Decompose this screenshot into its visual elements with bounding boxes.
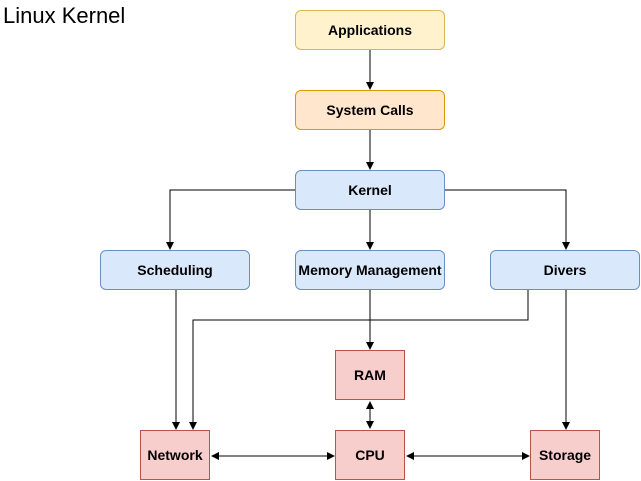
storage-node: Storage [530,430,600,480]
cpu-node: CPU [335,430,405,480]
diagram-title: Linux Kernel [3,3,126,28]
network-node: Network [140,430,210,480]
applications-node: Applications [295,10,445,50]
divers-node: Divers [490,250,640,290]
edge-divers-to-network [189,290,529,430]
system-calls-node: System Calls [295,90,445,130]
edge-kernel-to-divers [445,189,570,250]
kernel-node: Kernel [295,170,445,210]
memory-management-node: Memory Management [295,250,445,290]
scheduling-node: Scheduling [100,250,250,290]
edge-kernel-to-scheduling [166,189,295,250]
ram-node: RAM [335,350,405,400]
